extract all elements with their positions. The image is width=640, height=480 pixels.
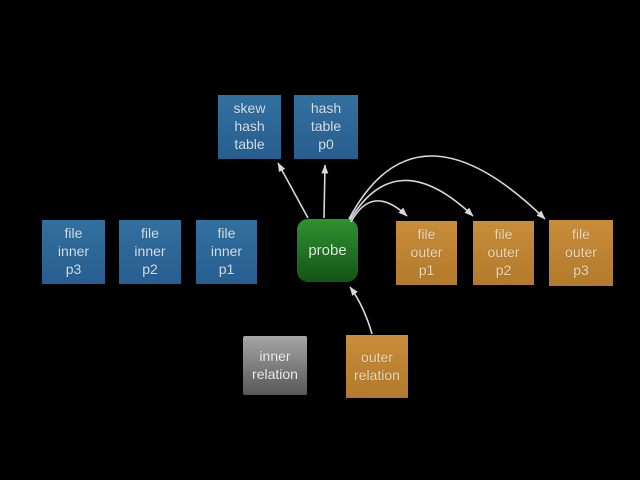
node-file-outer-p1: file outer p1	[396, 221, 457, 285]
node-file-outer-p3-label: file outer p3	[565, 226, 597, 278]
node-file-outer-p2: file outer p2	[473, 221, 534, 285]
arrow-probe-to-file-outer-p1	[350, 200, 408, 223]
node-skew-hash-table-label: skew hash table	[233, 100, 266, 152]
node-outer-relation-label: outer relation	[354, 348, 400, 383]
arrow-probe-to-file-outer-p3	[348, 155, 546, 220]
node-file-inner-p2-label: file inner p2	[134, 225, 166, 277]
node-file-inner-p2: file inner p2	[119, 220, 181, 284]
arrow-probe-to-file-outer-p2	[349, 179, 474, 221]
node-hash-table-p0: hash table p0	[294, 95, 358, 159]
node-skew-hash-table: skew hash table	[218, 95, 281, 159]
node-file-inner-p3: file inner p3	[42, 220, 105, 284]
node-probe: probe	[297, 219, 358, 282]
node-file-outer-p2-label: file outer p2	[487, 226, 520, 278]
node-file-outer-p1-label: file outer p1	[410, 226, 443, 278]
node-hash-table-p0-label: hash table p0	[310, 100, 342, 152]
node-probe-label: probe	[308, 241, 347, 259]
node-file-inner-p1: file inner p1	[196, 220, 257, 284]
arrow-probe-to-hash-table-p0	[321, 164, 329, 219]
node-inner-relation-label: inner relation	[252, 347, 298, 382]
node-inner-relation: inner relation	[243, 336, 307, 395]
node-file-outer-p3: file outer p3	[549, 220, 613, 286]
node-file-inner-p1-label: file inner p1	[210, 225, 243, 277]
arrow-outer-relation-to-probe	[349, 286, 373, 335]
node-file-inner-p3-label: file inner p3	[57, 225, 90, 277]
node-outer-relation: outer relation	[346, 335, 408, 398]
arrow-probe-to-skew-hash-table	[277, 162, 309, 219]
